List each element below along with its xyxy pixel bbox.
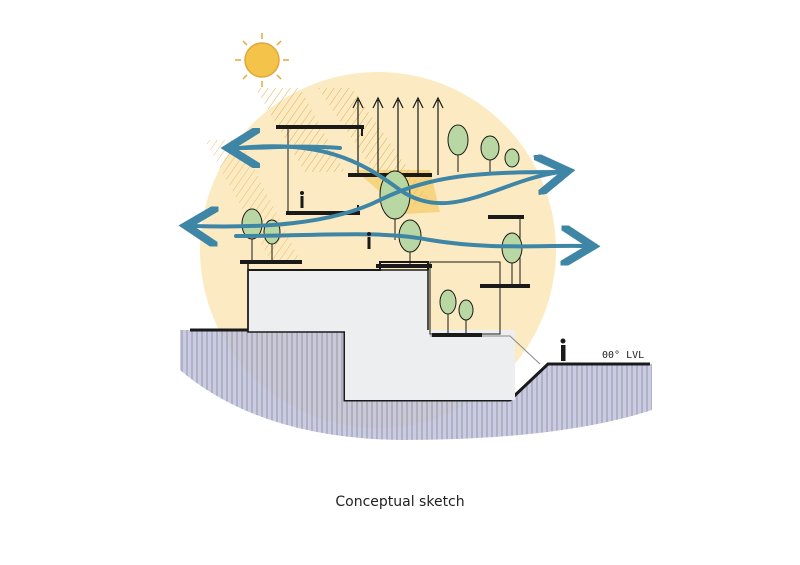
level-label: 00° LVL bbox=[602, 350, 644, 361]
tree-trunks bbox=[251, 155, 513, 335]
sun-icon bbox=[235, 33, 289, 87]
heat-exhaust-arrows bbox=[352, 96, 444, 175]
sketch-caption: Conceptual sketch bbox=[335, 494, 465, 510]
person-icon bbox=[300, 191, 566, 361]
airflow-arrow-icon bbox=[194, 146, 585, 246]
